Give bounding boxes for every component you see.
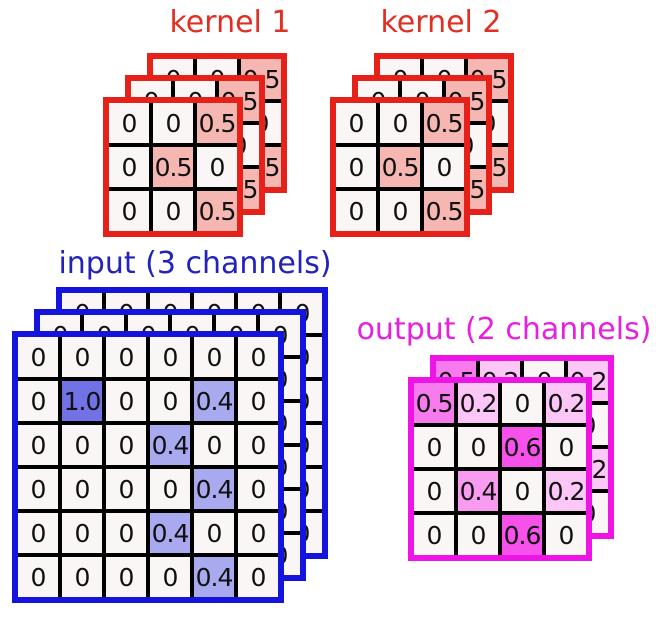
matrix-cell: 0 (194, 513, 234, 553)
matrix-cell: 0 (424, 147, 464, 187)
matrix-cell: 0 (62, 557, 102, 597)
matrix-cell: 0.5 (197, 191, 237, 231)
matrix-cell: 0 (194, 337, 234, 377)
matrix-cell: 0 (414, 471, 454, 511)
matrix-cell: 0 (238, 469, 278, 509)
matrix-cell: 0.5 (424, 103, 464, 143)
matrix-cell: 0.4 (150, 425, 190, 465)
matrix-cell: 0 (106, 513, 146, 553)
matrix-cell: 0.4 (194, 469, 234, 509)
kernel1-label: kernel 1 (169, 5, 291, 40)
matrix-cell: 0.2 (458, 383, 498, 423)
output-label: output (2 channels) (356, 312, 652, 347)
matrix-cell: 0.6 (502, 427, 542, 467)
matrix-cell: 0.5 (380, 147, 420, 187)
matrix-cell: 0 (109, 147, 149, 187)
matrix-cell: 0 (106, 557, 146, 597)
matrix-cell: 0 (238, 557, 278, 597)
matrix-cell: 0 (153, 103, 193, 143)
matrix-cell: 0 (62, 337, 102, 377)
matrix-cell: 0 (336, 147, 376, 187)
matrix-cell: 0 (238, 513, 278, 553)
matrix-cell: 0 (194, 425, 234, 465)
matrix-cell: 0.5 (153, 147, 193, 187)
matrix-cell: 0 (109, 103, 149, 143)
matrix-cell: 0.4 (458, 471, 498, 511)
matrix-cell: 0 (106, 469, 146, 509)
matrix-cell: 0 (62, 425, 102, 465)
matrix-cell: 0 (502, 383, 542, 423)
matrix-cell: 0 (106, 381, 146, 421)
matrix-cell: 0 (18, 381, 58, 421)
matrix-cell: 0 (150, 381, 190, 421)
matrix-cell: 0.6 (502, 515, 542, 555)
matrix-cell: 0.2 (546, 383, 586, 423)
matrix-cell: 0.5 (414, 383, 454, 423)
matrix-cell: 0.4 (194, 381, 234, 421)
matrix-cell: 0 (502, 471, 542, 511)
matrix-cell: 0 (62, 513, 102, 553)
matrix-cell: 0 (458, 515, 498, 555)
matrix-cell: 0 (238, 425, 278, 465)
input-label: input (3 channels) (58, 246, 332, 281)
matrix-cell: 0 (238, 337, 278, 377)
matrix-cell: 0 (109, 191, 149, 231)
matrix-cell: 0 (380, 103, 420, 143)
matrix-cell: 0 (458, 427, 498, 467)
matrix-cell: 0 (153, 191, 193, 231)
matrix-cell: 0 (238, 381, 278, 421)
matrix-cell: 0 (150, 337, 190, 377)
matrix-cell: 0 (380, 191, 420, 231)
matrix-cell: 0 (197, 147, 237, 187)
matrix-cell: 1.0 (62, 381, 102, 421)
matrix-cell: 0 (18, 337, 58, 377)
matrix-cell: 0 (18, 513, 58, 553)
matrix-cell: 0 (414, 427, 454, 467)
matrix-cell: 0 (106, 337, 146, 377)
matrix-cell: 0 (18, 469, 58, 509)
matrix-cell: 0.2 (546, 471, 586, 511)
matrix-cell: 0 (18, 425, 58, 465)
matrix-cell: 0 (546, 427, 586, 467)
matrix-cell: 0 (150, 557, 190, 597)
matrix-cell: 0 (546, 515, 586, 555)
matrix-cell: 0.5 (424, 191, 464, 231)
matrix-cell: 0 (150, 469, 190, 509)
matrix-cell: 0 (414, 515, 454, 555)
matrix-cell: 0.4 (150, 513, 190, 553)
matrix-cell: 0 (336, 191, 376, 231)
matrix-cell: 0.4 (194, 557, 234, 597)
matrix-cell: 0 (106, 425, 146, 465)
kernel2-label: kernel 2 (380, 5, 502, 40)
matrix-cell: 0.5 (197, 103, 237, 143)
matrix-cell: 0 (336, 103, 376, 143)
matrix-cell: 0 (18, 557, 58, 597)
matrix-cell: 0 (62, 469, 102, 509)
